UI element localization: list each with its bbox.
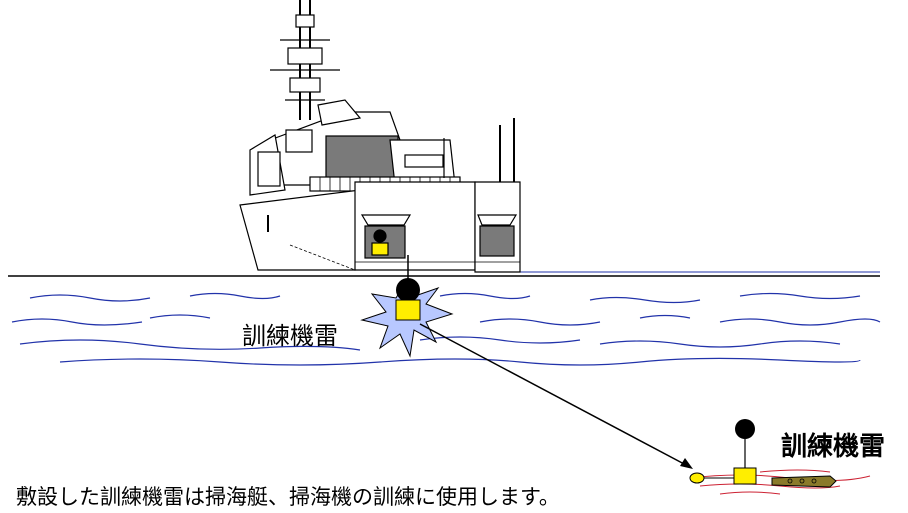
seabed-object bbox=[771, 475, 837, 488]
descent-arrow bbox=[419, 323, 687, 466]
surface-mine-body bbox=[395, 299, 421, 321]
seabed-mine-float bbox=[735, 419, 755, 439]
surface-mine-float bbox=[396, 278, 420, 302]
seabed-mine-label: 訓練機雷 bbox=[781, 432, 886, 462]
ship bbox=[239, 0, 521, 273]
caption: 敷設した訓練機雷は掃海艇、掃海機の訓練に使用します。 bbox=[16, 485, 560, 509]
seabed-mine-sinker bbox=[689, 472, 705, 484]
seabed-mine-body bbox=[733, 467, 757, 485]
descent-arrowhead bbox=[680, 458, 693, 469]
sea-waves bbox=[11, 292, 881, 366]
surface-mine-label: 訓練機雷 bbox=[242, 322, 338, 350]
